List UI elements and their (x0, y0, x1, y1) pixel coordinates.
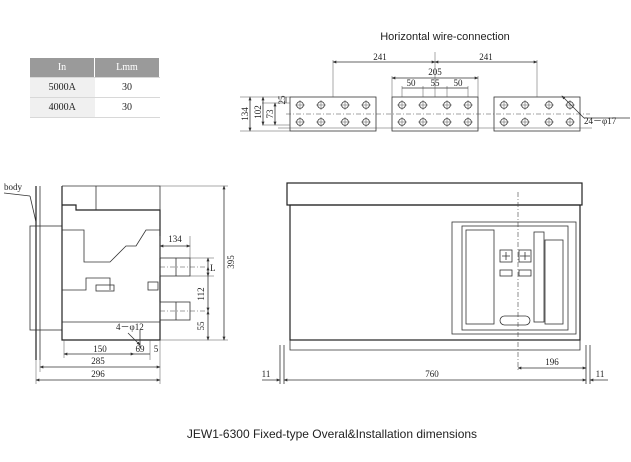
spec-header-in: In (30, 58, 95, 78)
spec-table-header: In Lmm (30, 58, 160, 78)
table-row: 4000A 30 (30, 97, 160, 118)
dim-134-top: 134 (240, 107, 250, 121)
hole-centermark (565, 100, 575, 110)
hole-centermark (397, 117, 407, 127)
spec-table: In Lmm 5000A 30 4000A 30 (30, 58, 160, 118)
hole-centermark (361, 100, 371, 110)
hole-centermark (520, 117, 530, 127)
hole-centermark (499, 117, 509, 127)
hole-centermark (295, 100, 305, 110)
side-dim-285: 285 (91, 356, 105, 366)
front-dim-760: 760 (425, 369, 439, 379)
hole-centermark (316, 100, 326, 110)
dim-50-a: 50 (407, 78, 417, 88)
dim-25: 25 (277, 95, 287, 105)
panel-window-right (544, 239, 564, 325)
side-hole-callout: 4－φ12 (116, 322, 144, 332)
hole-centermark (544, 117, 554, 127)
breaker-body (61, 186, 161, 341)
hole-centermark (340, 117, 350, 127)
hole-centermark (520, 100, 530, 110)
side-dim-134: 134 (168, 234, 182, 244)
spec-header-lmm: Lmm (94, 58, 160, 78)
side-dim-5: 5 (154, 344, 159, 354)
dim-241-right: 241 (479, 52, 493, 62)
front-dim-11-left: 11 (262, 369, 271, 379)
dim-73: 73 (265, 109, 275, 119)
handle-slot (499, 315, 531, 326)
spec-cell: 30 (94, 97, 160, 118)
panel-window-left (465, 229, 495, 325)
hole-centermark (463, 100, 473, 110)
hole-centermark (463, 117, 473, 127)
dim-55: 55 (431, 78, 441, 88)
front-top-cover (286, 182, 583, 206)
hole-centermark (340, 100, 350, 110)
spec-cell: 4000A (30, 97, 95, 118)
table-row: 5000A 30 (30, 77, 160, 98)
hole-centermark (295, 117, 305, 127)
front-view: 11 760 11 196 (262, 182, 608, 384)
hole-centermark (397, 100, 407, 110)
front-body (289, 204, 581, 341)
button-on-icon (499, 249, 513, 263)
dim-205: 205 (428, 67, 442, 77)
hole-centermark (316, 117, 326, 127)
hole-centermark (544, 100, 554, 110)
drawing-caption: JEW1-6300 Fixed-type Overal&Installation… (187, 427, 477, 441)
hole-pattern (295, 100, 575, 127)
hole-centermark (442, 117, 452, 127)
hole-centermark (499, 100, 509, 110)
front-contour (62, 229, 160, 263)
dim-102: 102 (253, 105, 263, 119)
front-dim-11-right: 11 (596, 369, 605, 379)
rear-block (29, 225, 63, 331)
body-label: body (4, 182, 23, 192)
side-dim-55: 55 (196, 321, 206, 331)
front-dim-196: 196 (545, 357, 559, 367)
side-dim-296: 296 (91, 369, 105, 379)
hole-centermark (418, 100, 428, 110)
top-view-title: Horizontal wire-connection (380, 31, 510, 43)
hole-centermark (442, 100, 452, 110)
dim-50-b: 50 (454, 78, 464, 88)
hole-centermark (565, 117, 575, 127)
spec-cell: 30 (94, 77, 160, 98)
side-dim-395: 395 (226, 255, 236, 269)
front-panel (451, 221, 577, 335)
side-view: body 134 L 395 (3, 182, 236, 384)
top-view: Horizontal wire-connection 241 241 205 5… (240, 31, 630, 132)
dim-241-left: 241 (373, 52, 387, 62)
side-dim-150: 150 (93, 344, 107, 354)
hole-callout: 24－φ17 (584, 116, 617, 126)
button-off-icon (518, 249, 532, 263)
side-dim-L: L (210, 263, 216, 273)
hole-centermark (361, 117, 371, 127)
hole-centermark (418, 117, 428, 127)
side-dim-112: 112 (196, 287, 206, 300)
busbar-plate-middle (391, 96, 479, 132)
side-dim-69: 69 (136, 344, 146, 354)
spec-cell: 5000A (30, 77, 95, 98)
